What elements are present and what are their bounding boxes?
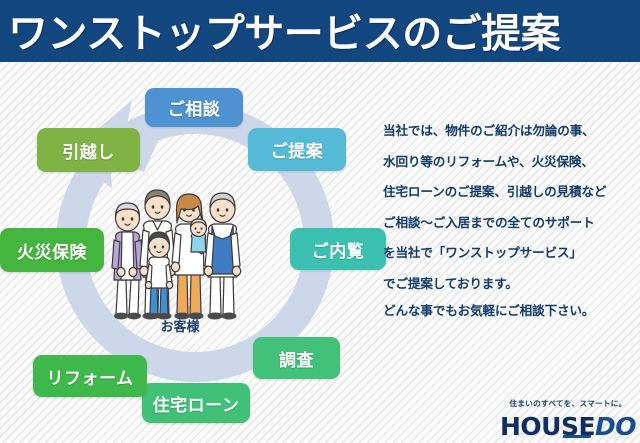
cycle-node-label: 火災保険 [17, 242, 87, 263]
person-mother [170, 193, 207, 320]
cycle-node-label: ご相談 [167, 100, 221, 120]
cycle-node-fire-insurance[interactable]: 火災保険 [0, 228, 104, 272]
person-boy [144, 231, 174, 319]
cycle-node-label: 調査 [279, 350, 314, 371]
brand-logo-block: 住まいのすべてを、スマートに。 HOUSE DO [500, 398, 637, 441]
cycle-node-proposal[interactable]: ご提案 [248, 128, 346, 171]
brand-underline-stroke [562, 434, 592, 437]
family-caption: お客様 [160, 320, 200, 335]
cycle-node-label: 引越し [62, 142, 115, 163]
cycle-node-consultation[interactable]: ご相談 [145, 88, 243, 127]
cycle-node-mortgage[interactable]: 住宅ローン [142, 383, 250, 423]
body-copy-line: 住宅ローンのご提案、引越しの見積など [383, 184, 607, 199]
person-baby [189, 218, 208, 253]
body-copy: 当社では、物件のご紹介は勿論の事、 水回り等のリフォームや、火災保険、 住宅ロー… [383, 124, 635, 331]
body-copy-line: でご提案しております。 [383, 275, 518, 291]
brand-name-secondary: DO [595, 412, 637, 441]
brand-tagline: 住まいのすべてを、スマートに。 [509, 399, 627, 408]
body-copy-line: ご相談～ご入居までの全てのサポート [383, 214, 595, 230]
cycle-node-survey[interactable]: 調査 [253, 337, 340, 379]
cycle-node-viewing[interactable]: ご内覧 [290, 228, 386, 270]
house-do-logo: HOUSE DO [500, 412, 637, 441]
page-title: ワンストップサービスのご提案 [8, 10, 561, 57]
person-grandfather [203, 192, 242, 320]
header-banner: ワンストップサービスのご提案 [0, 0, 640, 62]
family-illustration [104, 176, 256, 326]
cycle-node-label: ご提案 [270, 142, 324, 162]
cycle-node-moving[interactable]: 引越し [37, 128, 140, 172]
body-copy-line: どんな事でもお気軽にご相談下さい。 [383, 302, 595, 318]
body-copy-line: 当社では、物件のご紹介は勿論の事、 [383, 123, 595, 138]
cycle-node-reform[interactable]: リフォーム [33, 355, 147, 397]
person-grandmother [111, 202, 144, 320]
body-copy-line: 水回り等のリフォームや、火災保険、 [383, 153, 594, 169]
cycle-node-label: リフォーム [46, 368, 134, 389]
cycle-node-label: 住宅ローン [152, 395, 240, 416]
body-copy-line: を当社で「ワンストップサービス」 [383, 245, 582, 260]
cycle-node-label: ご内覧 [311, 241, 365, 262]
